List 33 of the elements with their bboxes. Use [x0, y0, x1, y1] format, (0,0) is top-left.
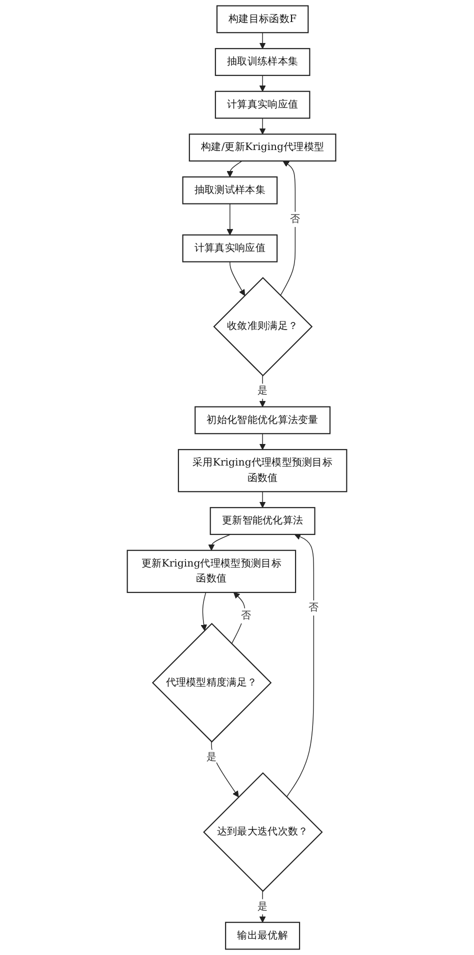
edge-label: 否 [308, 602, 319, 614]
node-box: 输出最优解 [225, 922, 300, 950]
node-box: 计算真实响应值 [182, 234, 278, 262]
arrow [208, 534, 231, 551]
arrow [226, 203, 234, 236]
arrow [259, 433, 266, 450]
node-box: 抽取测试样本集 [182, 176, 278, 204]
arrow [259, 118, 266, 134]
edge-label: 是 [257, 385, 268, 397]
edge-label: 是 [257, 900, 268, 912]
node-box: 初始化智能优化算法变量 [194, 406, 331, 434]
node-diamond: 达到最大迭代次数？ [203, 772, 323, 892]
edge-label: 否 [290, 213, 300, 225]
arrow [280, 160, 296, 296]
arrow [259, 32, 266, 49]
arrow [200, 592, 207, 631]
node-box: 抽取训练样本集 [214, 48, 310, 76]
node-box: 计算真实响应值 [214, 90, 310, 119]
arrow [259, 75, 266, 92]
edge-label: 否 [241, 610, 252, 622]
node-box: 构建目标函数F [216, 5, 309, 34]
arrow [230, 261, 246, 296]
node-box: 构建/更新Kriging代理模型 [188, 134, 336, 162]
node-diamond: 收敛准则满足？ [213, 276, 313, 376]
node-diamond: 代理模型精度满足？ [152, 622, 272, 743]
edge-label: 是 [206, 751, 217, 763]
node-box: 更新智能优化算法 [210, 507, 316, 535]
arrow [286, 534, 314, 798]
node-box: 更新Kriging代理模型预测目标函数值 [126, 550, 296, 593]
arrow [231, 592, 246, 644]
arrow [259, 491, 266, 508]
node-box: 采用Kriging代理模型预测目标函数值 [178, 449, 348, 492]
arrow [226, 160, 242, 178]
